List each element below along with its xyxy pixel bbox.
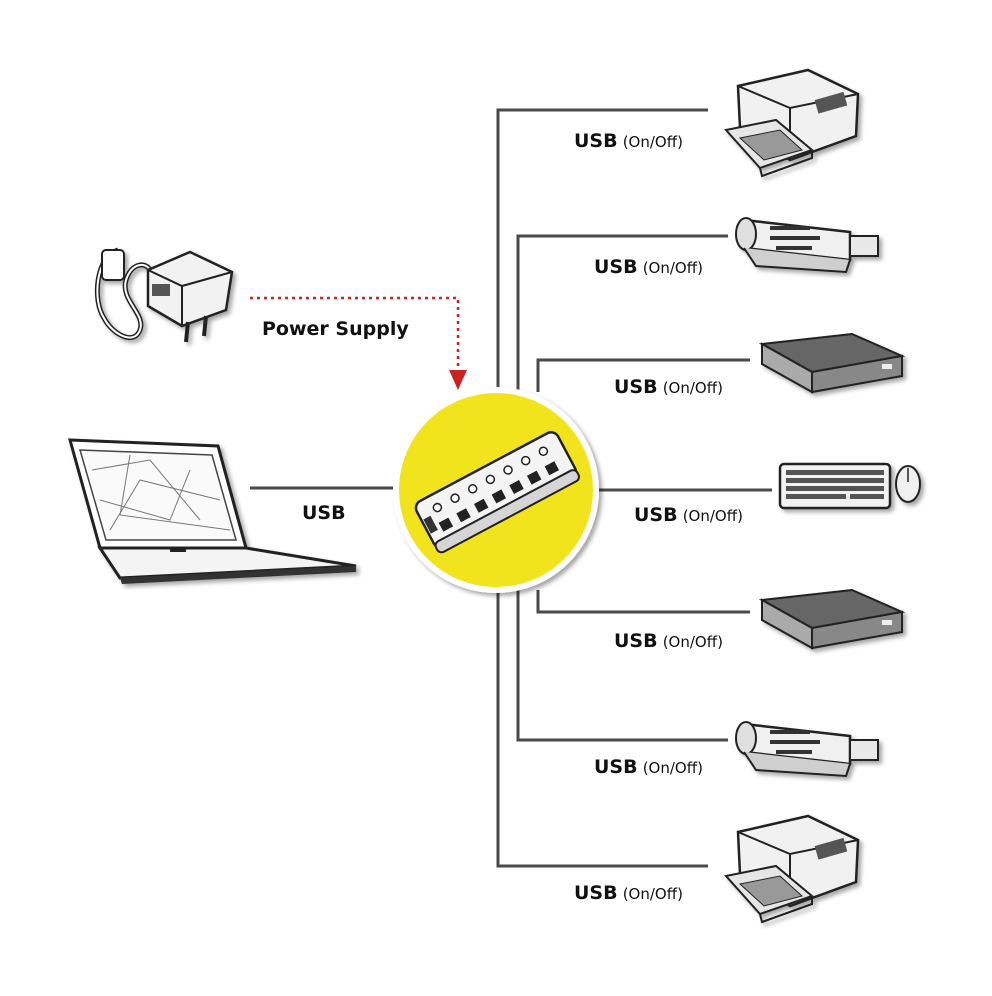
port-label: USB (On/Off) [614, 630, 723, 652]
usb-text: USB [594, 756, 638, 778]
usb-text: USB [574, 882, 618, 904]
external-drive-icon [758, 332, 906, 394]
line-port-6 [516, 590, 728, 742]
on-off-text: (On/Off) [662, 633, 723, 651]
on-off-text: (On/Off) [662, 379, 723, 397]
power-arrow [250, 296, 467, 390]
connection-lines [250, 108, 772, 868]
line-port-2 [516, 234, 728, 392]
trunk-bottom [496, 590, 708, 868]
port-label: USB (On/Off) [574, 882, 683, 904]
printer-icon [724, 814, 860, 924]
on-off-text: (On/Off) [682, 507, 743, 525]
usb-text: USB [614, 376, 658, 398]
card-reader-icon [735, 217, 879, 274]
laptop-usb-label: USB [302, 502, 346, 524]
port-label: USB (On/Off) [614, 376, 723, 398]
usb-text: USB [302, 502, 346, 524]
on-off-text: (On/Off) [622, 885, 683, 903]
trunk-top [496, 108, 708, 392]
usb-text: USB [614, 630, 658, 652]
port-label: USB (On/Off) [574, 130, 683, 152]
usb-text: USB [634, 504, 678, 526]
on-off-text: (On/Off) [622, 133, 683, 151]
port-label: USB (On/Off) [594, 256, 703, 278]
line-port-3 [536, 358, 750, 392]
printer-icon [724, 68, 860, 178]
on-off-text: (On/Off) [642, 759, 703, 777]
power-supply-label: Power Supply [262, 318, 409, 340]
line-port-5 [536, 590, 750, 614]
usb-text: USB [574, 130, 618, 152]
card-reader-icon [735, 721, 879, 778]
laptop-icon [68, 438, 357, 584]
power-adapter-icon [94, 247, 234, 343]
port-label: USB (On/Off) [634, 504, 743, 526]
keyboard-mouse-icon [778, 462, 921, 510]
usb-text: USB [594, 256, 638, 278]
port-label: USB (On/Off) [594, 756, 703, 778]
external-drive-icon [758, 588, 906, 650]
on-off-text: (On/Off) [642, 259, 703, 277]
usb-hub-icon [414, 431, 580, 554]
